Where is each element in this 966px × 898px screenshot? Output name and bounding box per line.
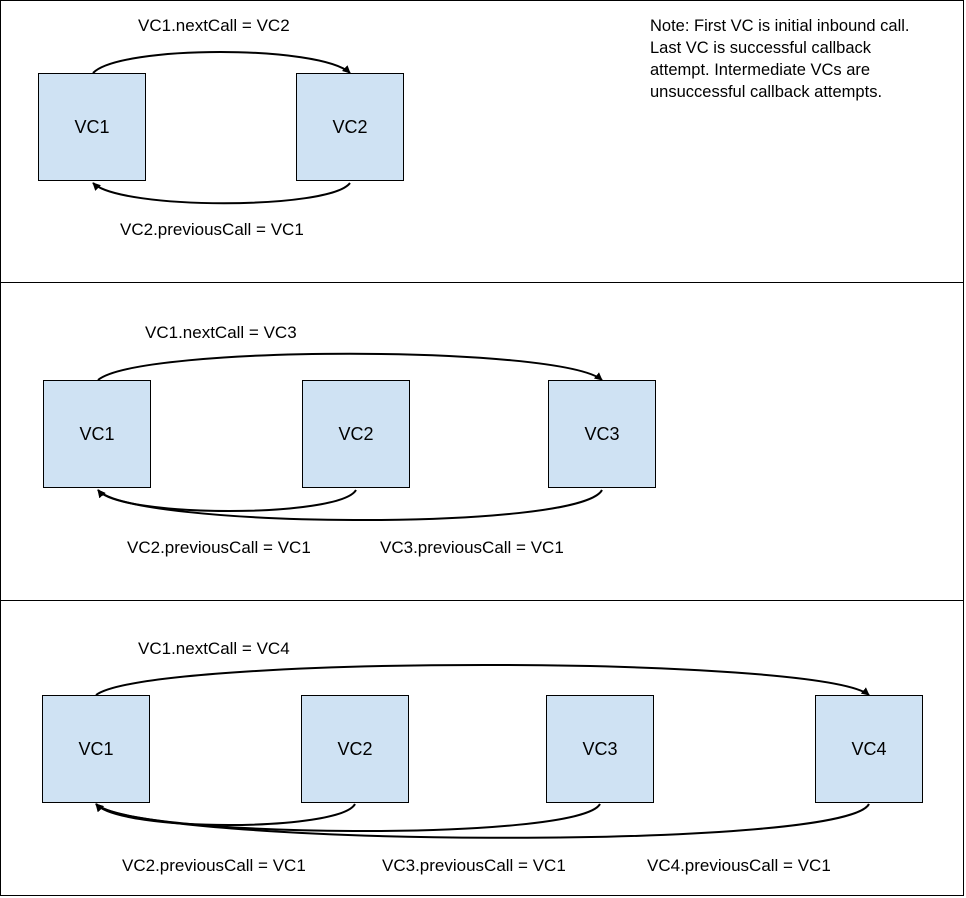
vc-box: VC2 [302, 380, 410, 488]
previous-call-arrow [95, 803, 356, 826]
vc-box: VC1 [43, 380, 151, 488]
next-call-arrow [95, 664, 870, 696]
next-call-label: VC1.nextCall = VC4 [138, 639, 290, 658]
vc-box: VC2 [301, 695, 409, 803]
previous-call-label: VC2.previousCall = VC1 [127, 538, 311, 557]
previous-call-arrow [95, 803, 870, 839]
vc-box: VC1 [42, 695, 150, 803]
previous-call-label: VC3.previousCall = VC1 [380, 538, 564, 557]
vc-box: VC4 [815, 695, 923, 803]
previous-call-label: VC2.previousCall = VC1 [120, 220, 304, 239]
note-line: Last VC is successful callback [650, 39, 872, 57]
vc-box: VC3 [548, 380, 656, 488]
vc-box: VC2 [296, 73, 404, 181]
previous-call-label: VC3.previousCall = VC1 [382, 856, 566, 875]
previous-call-arrow [97, 489, 357, 512]
note-line: unsuccessful callback attempts. [650, 83, 883, 101]
note-text: Note: First VC is initial inbound call. … [650, 15, 950, 103]
next-call-label: VC1.nextCall = VC2 [138, 16, 290, 35]
panel-four-calls [0, 600, 964, 896]
vc-box: VC3 [546, 695, 654, 803]
next-call-arrow [97, 352, 603, 381]
note-line: attempt. Intermediate VCs are [650, 61, 871, 79]
previous-call-arrow [92, 182, 351, 205]
previous-call-arrow [97, 489, 603, 521]
next-call-arrow [92, 51, 351, 74]
next-call-label: VC1.nextCall = VC3 [145, 323, 297, 342]
previous-call-label: VC4.previousCall = VC1 [647, 856, 831, 875]
note-line: Note: First VC is initial inbound call. [650, 17, 910, 35]
previous-call-label: VC2.previousCall = VC1 [122, 856, 306, 875]
vc-box: VC1 [38, 73, 146, 181]
previous-call-arrow [95, 803, 601, 832]
